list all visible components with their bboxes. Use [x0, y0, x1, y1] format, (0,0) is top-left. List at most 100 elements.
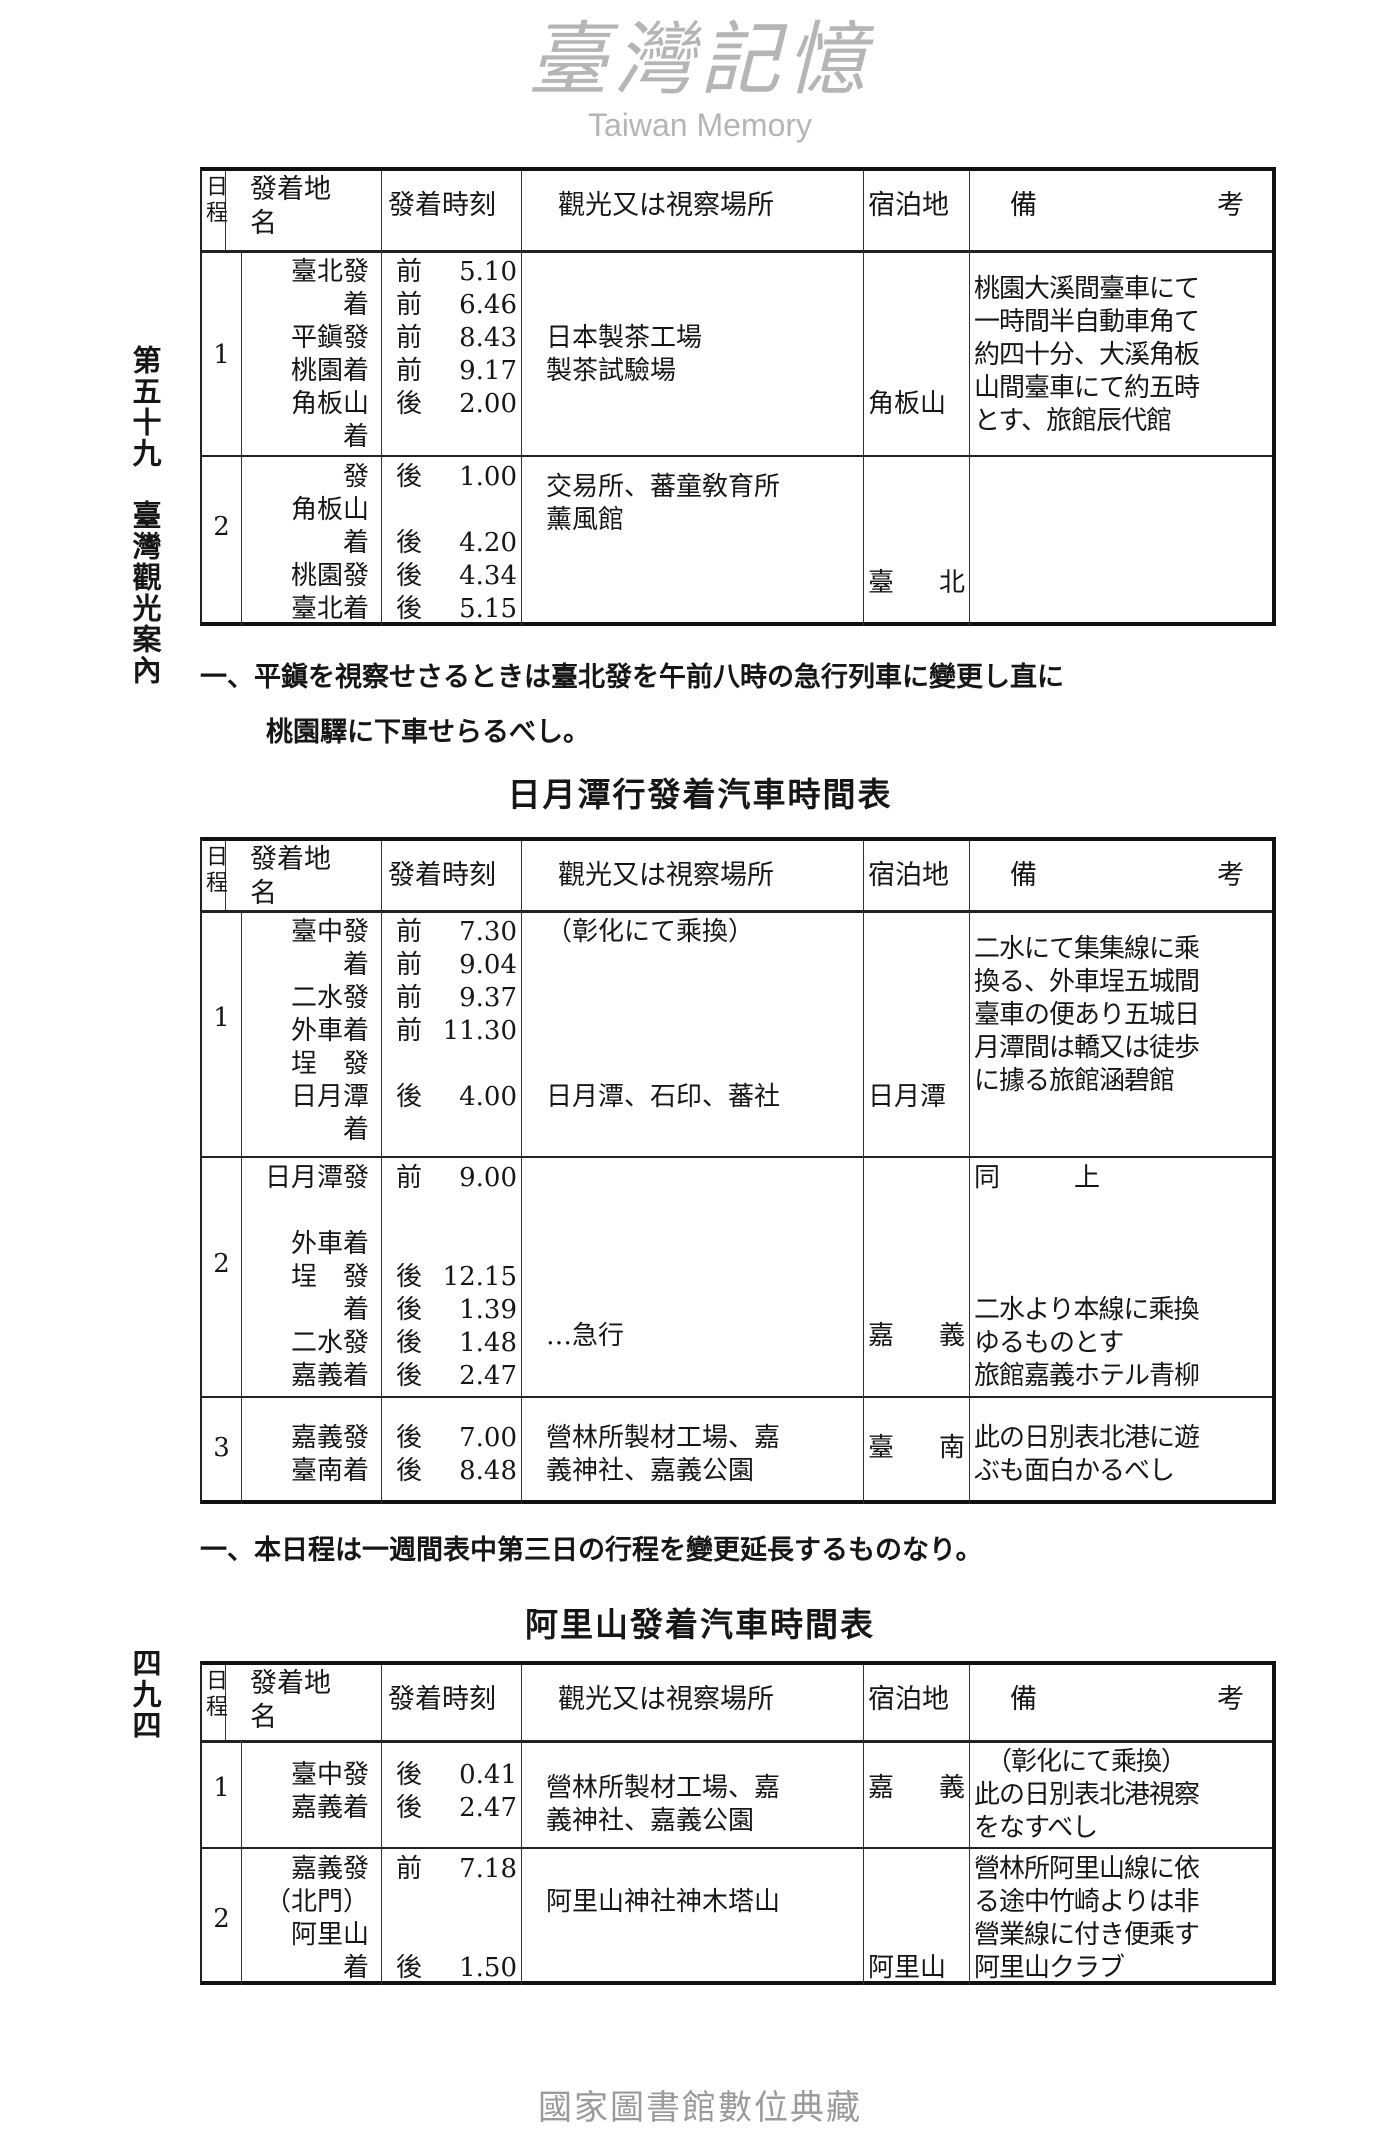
title-sun-moon-lake-timetable: 日月潭行發着汽車時間表 — [507, 775, 893, 814]
header-lodge: 宿泊地 — [868, 860, 949, 891]
day-number: 2 — [213, 1248, 230, 1279]
cell-sight: 觀光又は視察場所 — [522, 841, 864, 910]
time-value: 1.48 — [459, 1328, 517, 1358]
time-period: 前 — [396, 356, 423, 386]
time-period: 前 — [396, 1163, 423, 1193]
notes-line: 旅館嘉義ホテル青柳 — [974, 1361, 1200, 1391]
time-value: 4.00 — [459, 1082, 517, 1112]
place-line: 着 — [342, 1295, 369, 1325]
time-value: 7.18 — [459, 1854, 517, 1884]
time-value: 9.17 — [459, 356, 517, 386]
time-value: 1.39 — [459, 1295, 517, 1325]
notes-line: 月潭間は轎又は徒歩 — [974, 1032, 1200, 1063]
chapter-running-head: 第五十九 臺灣觀光案內 — [128, 345, 162, 686]
lodge-part: 嘉 — [868, 1773, 895, 1804]
time-period: 後 — [396, 1082, 423, 1112]
place-line: 着 — [342, 422, 369, 452]
place-line: 嘉義着 — [290, 1793, 369, 1824]
footer-credit: 國家圖書館數位典藏 — [538, 2088, 862, 2128]
cell-lodge: 日月潭 — [864, 910, 970, 1156]
place-line: 二水發 — [290, 983, 369, 1013]
cell-lodge: 角板山 — [864, 250, 970, 455]
cell-lodge: 宿泊地 — [864, 1665, 970, 1740]
notes-line: （彰化にて乘換） — [974, 1747, 1187, 1777]
place-line: 外車着 — [290, 1229, 369, 1259]
time-period: 前 — [396, 917, 423, 947]
place-line: 埕 發 — [290, 1262, 369, 1292]
lodge-part: 日月潭 — [868, 1082, 947, 1112]
header-sight: 觀光又は視察場所 — [558, 1684, 774, 1715]
cell-lodge: 嘉義 — [864, 1156, 970, 1396]
cell-place: 發着地名 — [242, 171, 382, 250]
cell-day: 日程 — [202, 1665, 228, 1740]
place-line: 嘉義着 — [290, 1361, 369, 1391]
notes-line: 一時間半自動車角て — [974, 306, 1200, 337]
time-period: 前 — [396, 1854, 423, 1884]
sight-line: 義神社、嘉義公園 — [546, 1806, 755, 1837]
time-value: 1.00 — [459, 462, 517, 492]
lodge-line: 阿里山 — [864, 1952, 969, 1985]
lodge-line: 角板山 — [864, 388, 969, 421]
cell-sight: 營林所製材工場、嘉義神社、嘉義公園 — [522, 1740, 864, 1847]
sight-line: 營林所製材工場、嘉 — [546, 1773, 781, 1804]
watermark-en: Taiwan Memory — [587, 107, 813, 143]
sight-line: 營林所製材工場、嘉 — [546, 1422, 781, 1453]
time-period: 前 — [396, 1016, 423, 1046]
time-value: 8.48 — [459, 1455, 517, 1486]
sight-line: 日月潭、石印、蕃社 — [546, 1082, 781, 1112]
time-line: 後 1.00 — [382, 461, 521, 494]
place-line: 臺中發 — [290, 1760, 369, 1791]
header-sight: 觀光又は視察場所 — [558, 860, 774, 891]
header-row: 日程發着地名發着時刻觀光又は視察場所宿泊地備考 — [202, 171, 1272, 253]
time-value: 6.46 — [459, 290, 517, 320]
place-line: 二水發 — [290, 1328, 369, 1358]
header-row: 日程發着地名發着時刻觀光又は視察場所宿泊地備考 — [202, 841, 1272, 913]
header-time: 發着時刻 — [388, 860, 496, 891]
cell-day: 1 — [202, 250, 242, 455]
place-line: 外車着 — [290, 1016, 369, 1046]
place-line: 臺南着 — [290, 1455, 369, 1486]
note-1-line-2: 桃園驛に下車せらるべし。 — [266, 717, 590, 748]
place-line: 臺北着 — [290, 594, 369, 624]
time-period: 前 — [396, 323, 423, 353]
notes-line: とす、旅館辰代館 — [974, 405, 1172, 436]
header-time: 發着時刻 — [388, 1684, 496, 1715]
cell-sight: 觀光又は視察場所 — [522, 1665, 864, 1740]
time-period: 後 — [396, 1793, 423, 1824]
cell-day: 2 — [202, 455, 242, 626]
time-value: 9.00 — [459, 1163, 517, 1193]
day-number: 2 — [213, 1903, 230, 1934]
lodge-part: 南 — [938, 1432, 965, 1463]
cell-time: 發着時刻 — [382, 841, 522, 910]
time-period: 後 — [396, 462, 423, 492]
place-line: 臺中發 — [290, 917, 369, 947]
time-value: 11.30 — [442, 1016, 517, 1046]
lodge-part: 義 — [938, 1773, 965, 1804]
cell-notes: 桃園大溪間臺車にて一時間半自動車角て約四十分、大溪角板山間臺車にて約五時とす、旅… — [970, 250, 1274, 455]
cell-place: 發着地名 — [242, 841, 382, 910]
day-number: 2 — [213, 511, 230, 542]
header-place: 發着地名 — [250, 174, 331, 239]
cell-lodge: 臺南 — [864, 1396, 970, 1504]
cell-notes: 二水にて集集線に乘換る、外車埕五城間臺車の便あり五城日月潭間は轎又は徒歩に據る旅… — [970, 910, 1274, 1156]
cell-place: 發角板山着桃園發臺北着 — [242, 455, 382, 626]
sight-line — [522, 1015, 863, 1048]
notes-line: 桃園大溪間臺車にて — [974, 273, 1200, 304]
